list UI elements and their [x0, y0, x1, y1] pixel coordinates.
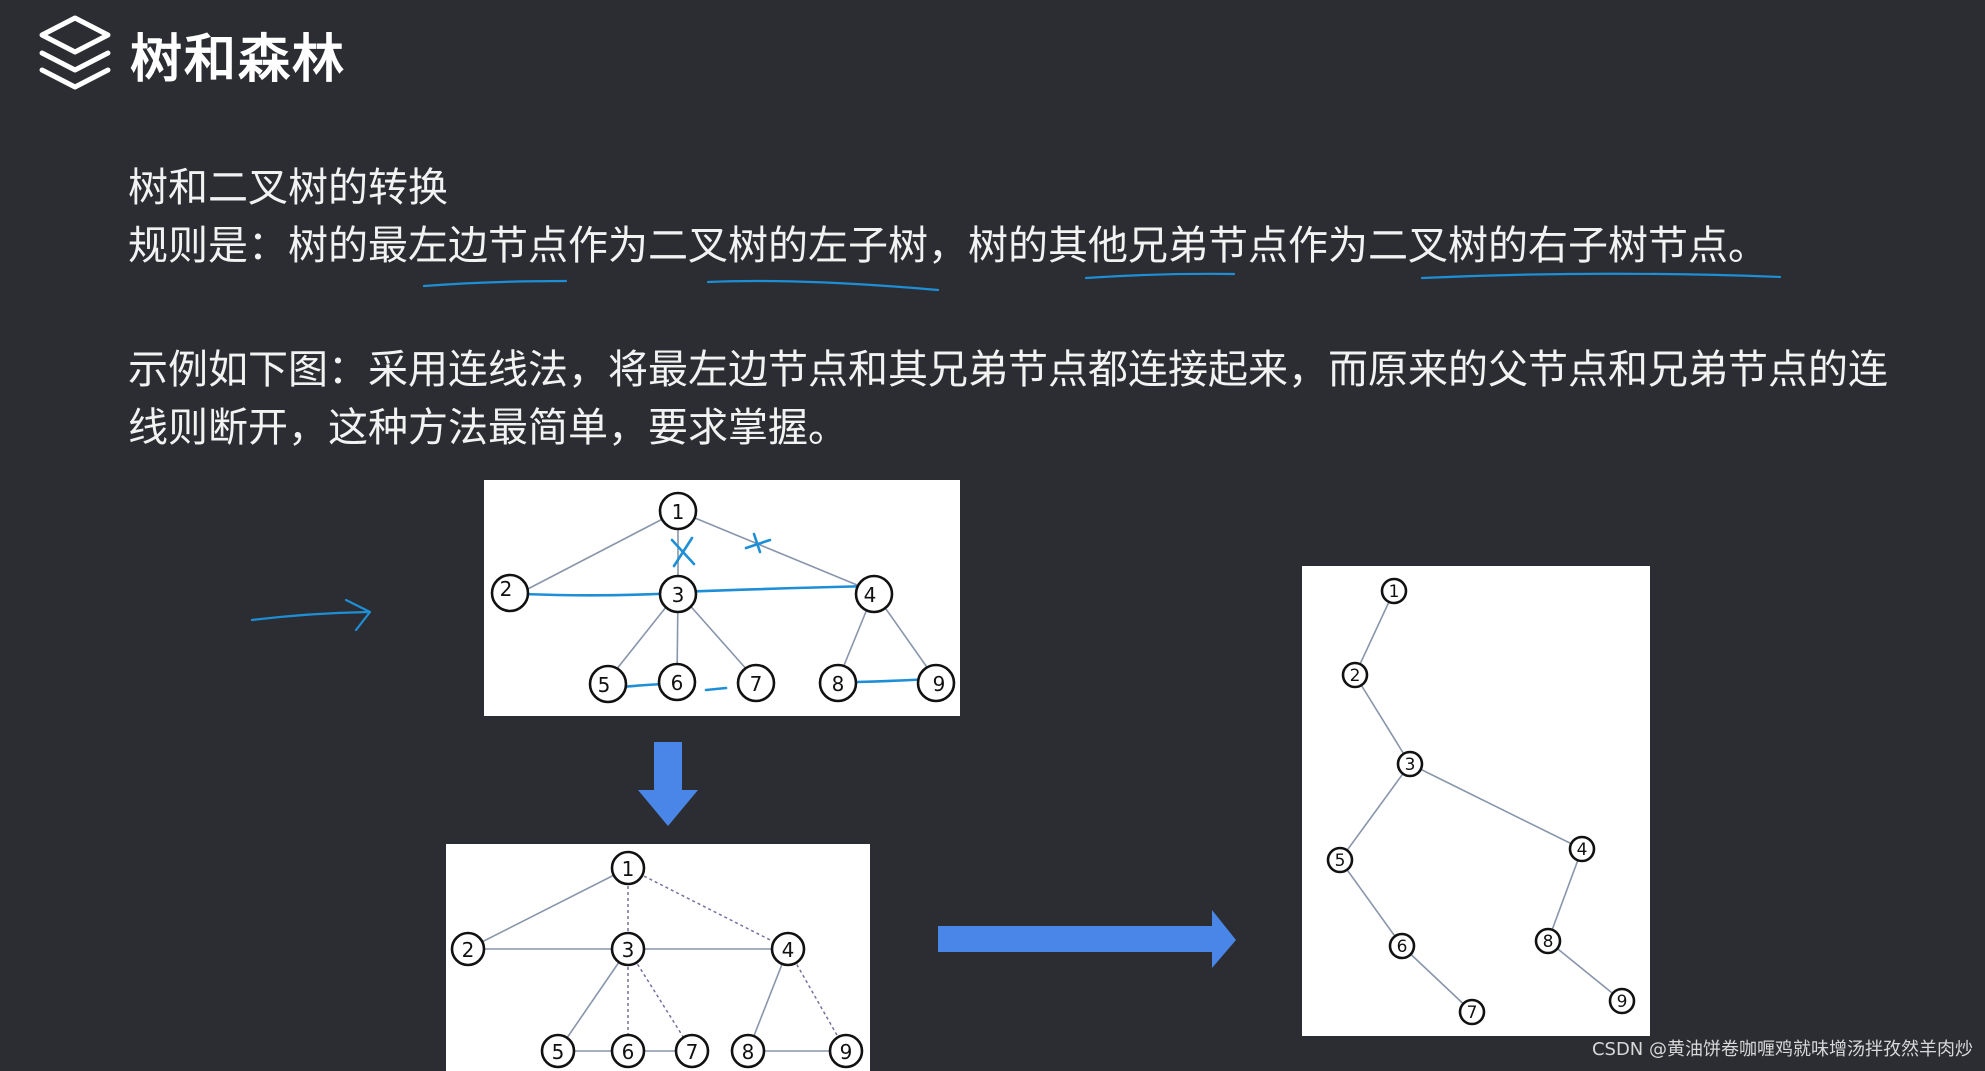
svg-text:1: 1: [622, 857, 635, 881]
tree-node-4: 4: [770, 931, 806, 967]
tree-node-1: 1: [1380, 577, 1408, 605]
tree-node-1: 1: [658, 491, 698, 531]
tree-node-8: 8: [1534, 927, 1562, 955]
right-arrow: [938, 910, 1236, 968]
tree-node-7: 7: [674, 1033, 710, 1069]
tree-node-6: 6: [657, 662, 697, 702]
svg-text:1: 1: [672, 500, 685, 524]
svg-text:7: 7: [1467, 1003, 1478, 1023]
svg-text:5: 5: [1335, 851, 1346, 871]
tree-node-1: 1: [610, 850, 646, 886]
svg-text:4: 4: [1577, 840, 1588, 860]
svg-text:6: 6: [1397, 937, 1408, 957]
tree-node-2: 2: [1341, 661, 1369, 689]
slide-title: 树和森林: [130, 29, 347, 90]
tree-node-4: 4: [1568, 835, 1596, 863]
svg-text:6: 6: [671, 671, 684, 695]
svg-text:2: 2: [500, 577, 513, 601]
svg-text:3: 3: [622, 938, 635, 962]
svg-text:8: 8: [742, 1040, 755, 1064]
svg-text:8: 8: [1543, 932, 1554, 952]
rule-text: 规则是：树的最左边节点作为二叉树的左子树，树的其他兄弟节点作为二叉树的右子树节点…: [128, 223, 1768, 269]
handwritten-arrow: [250, 598, 372, 632]
svg-text:4: 4: [782, 938, 795, 962]
svg-text:9: 9: [840, 1040, 853, 1064]
tree-node-7: 7: [1458, 998, 1486, 1026]
svg-text:7: 7: [750, 672, 763, 696]
tree-node-5: 5: [540, 1033, 576, 1069]
svg-text:2: 2: [462, 938, 475, 962]
tree-node-8: 8: [730, 1033, 766, 1069]
svg-text:6: 6: [622, 1040, 635, 1064]
tree-node-2: 2: [490, 573, 530, 613]
down-arrow: [638, 742, 698, 826]
svg-text:4: 4: [864, 583, 877, 607]
original-tree-panel: 1 2 3 4 5 6 7 8 9: [484, 480, 960, 716]
section-heading: 树和二叉树的转换: [128, 165, 448, 211]
svg-text:8: 8: [832, 672, 845, 696]
svg-text:9: 9: [933, 672, 946, 696]
tree-node-9: 9: [1608, 987, 1636, 1015]
handwritten-underlines: [422, 272, 1782, 292]
intermediate-tree-diagram: 1 2 3 4 5 6 7 8 9: [450, 850, 864, 1069]
example-text-line1: 示例如下图：采用连线法，将最左边节点和其兄弟节点都连接起来，而原来的父节点和兄弟…: [128, 347, 1888, 393]
tree-node-7: 7: [736, 663, 776, 703]
layers-icon: [39, 15, 111, 90]
tree-node-2: 2: [450, 931, 486, 967]
tree-node-3: 3: [658, 574, 698, 614]
svg-text:2: 2: [1350, 666, 1361, 686]
svg-text:5: 5: [552, 1040, 565, 1064]
tree-node-8: 8: [818, 663, 858, 703]
tree-node-9: 9: [916, 663, 956, 703]
header: 树和森林: [36, 14, 346, 94]
footer-credit: CSDN @黄油饼卷咖喱鸡就味增汤拌孜然羊肉炒: [1591, 1039, 1973, 1060]
svg-text:3: 3: [672, 583, 685, 607]
svg-text:5: 5: [598, 673, 611, 697]
tree-node-5: 5: [588, 664, 628, 704]
tree-node-6: 6: [1388, 932, 1416, 960]
svg-text:3: 3: [1405, 755, 1416, 775]
tree-node-4: 4: [854, 574, 894, 614]
tree-node-5: 5: [1326, 846, 1354, 874]
binary-tree-panel: 1 2 3 4 5 6 7 8 9: [1302, 566, 1650, 1036]
svg-text:7: 7: [686, 1040, 699, 1064]
tree-node-3: 3: [610, 931, 646, 967]
example-text-line2: 线则断开，这种方法最简单，要求掌握。: [128, 405, 848, 451]
intermediate-tree-panel: 1 2 3 4 5 6 7 8 9: [446, 844, 870, 1071]
tree-node-6: 6: [610, 1033, 646, 1069]
original-tree-diagram: 1 2 3 4 5 6 7 8 9: [490, 491, 956, 704]
tree-node-3: 3: [1396, 750, 1424, 778]
svg-text:1: 1: [1389, 582, 1400, 602]
tree-node-9: 9: [828, 1033, 864, 1069]
svg-text:9: 9: [1617, 992, 1628, 1012]
binary-tree-diagram: 1 2 3 4 5 6 7 8 9: [1326, 577, 1636, 1026]
